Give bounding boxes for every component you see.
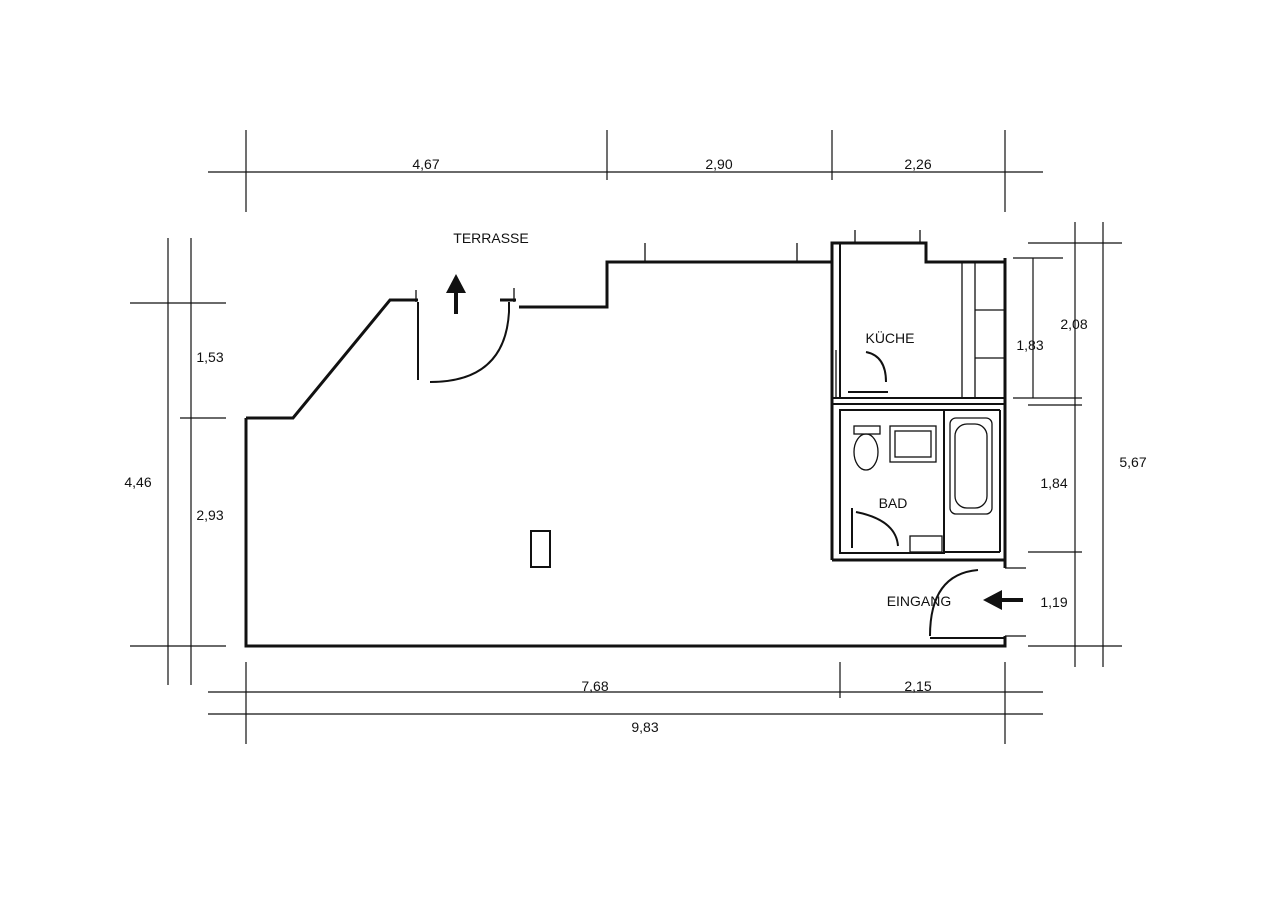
dim-total-width: 9,83 [631,719,658,735]
dim-top-1: 4,67 [412,156,439,172]
dim-bottom-2: 2,15 [904,678,931,694]
dim-left-1: 1,53 [196,349,223,365]
dim-top-2: 2,90 [705,156,732,172]
exterior-walls [244,241,1007,648]
top-dimension-chain [208,130,1043,212]
dim-top-3: 2,26 [904,156,931,172]
entrance-arrow-icon [983,590,1023,610]
dim-right-3: 1,84 [1040,475,1067,491]
left-dimension-chain [130,238,226,685]
right-dimension-chain [1013,222,1122,667]
bath-door [851,508,943,553]
kitchen-counter [961,261,1006,399]
terrace-door [417,302,510,383]
toilet [853,425,881,471]
dim-right-1: 2,08 [1060,316,1087,332]
kitchen-door [835,350,888,398]
room-label-bath: BAD [879,495,908,511]
dim-right-2: 1,83 [1016,337,1043,353]
wall-ticks [415,230,921,302]
room-label-kitchen: KÜCHE [865,329,914,346]
bottom-dimension-chain [208,662,1043,744]
bath-room [832,409,1005,562]
terrace-arrow-icon [446,274,466,314]
entrance-door [929,567,1026,639]
dim-right-total: 5,67 [1119,454,1146,470]
sink [889,425,937,463]
dim-left-total: 4,46 [124,474,151,490]
dim-left-2: 2,93 [196,507,223,523]
room-label-entrance: EINGANG [887,593,952,609]
room-label-terrace: TERRASSE [453,230,528,246]
bathtub [949,417,993,515]
dim-bottom-1: 7,68 [581,678,608,694]
dim-right-4: 1,19 [1040,594,1067,610]
column-symbol [530,530,551,568]
